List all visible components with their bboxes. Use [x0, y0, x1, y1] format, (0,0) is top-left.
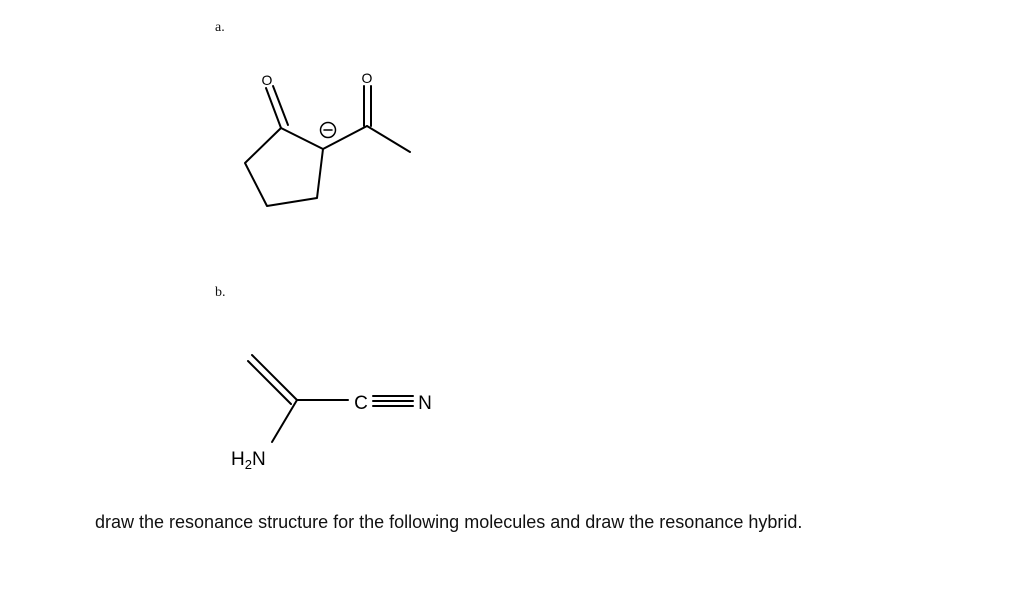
ring-carbonyl-bond-2 — [272, 85, 289, 126]
c2-acetyl-bond — [322, 125, 368, 150]
alkene-bond-1 — [251, 354, 298, 401]
ring-carbonyl-oxygen: O — [262, 72, 273, 88]
negative-charge-circle — [319, 121, 337, 139]
ring-carbonyl-bond-1 — [265, 87, 282, 129]
problem-a-label: a. — [215, 20, 225, 35]
acetyl-oxygen: O — [362, 70, 373, 86]
nitrile-nitrogen: N — [418, 393, 432, 414]
amine-group: H2N — [231, 449, 266, 472]
amine-subscript: 2 — [245, 457, 252, 472]
amine-hydrogen: H — [231, 449, 245, 470]
c-nh2-bond — [271, 399, 298, 443]
nitrile-carbon: C — [354, 393, 368, 414]
cyclopentane-ring — [244, 127, 324, 207]
molecule-b-structure — [247, 354, 414, 443]
methyl-bond — [366, 125, 411, 153]
instruction-text: draw the resonance structure for the fol… — [95, 512, 803, 532]
alkene-bond-2 — [247, 360, 292, 405]
amine-nitrogen: N — [252, 449, 266, 470]
problem-b-label: b. — [215, 285, 226, 300]
